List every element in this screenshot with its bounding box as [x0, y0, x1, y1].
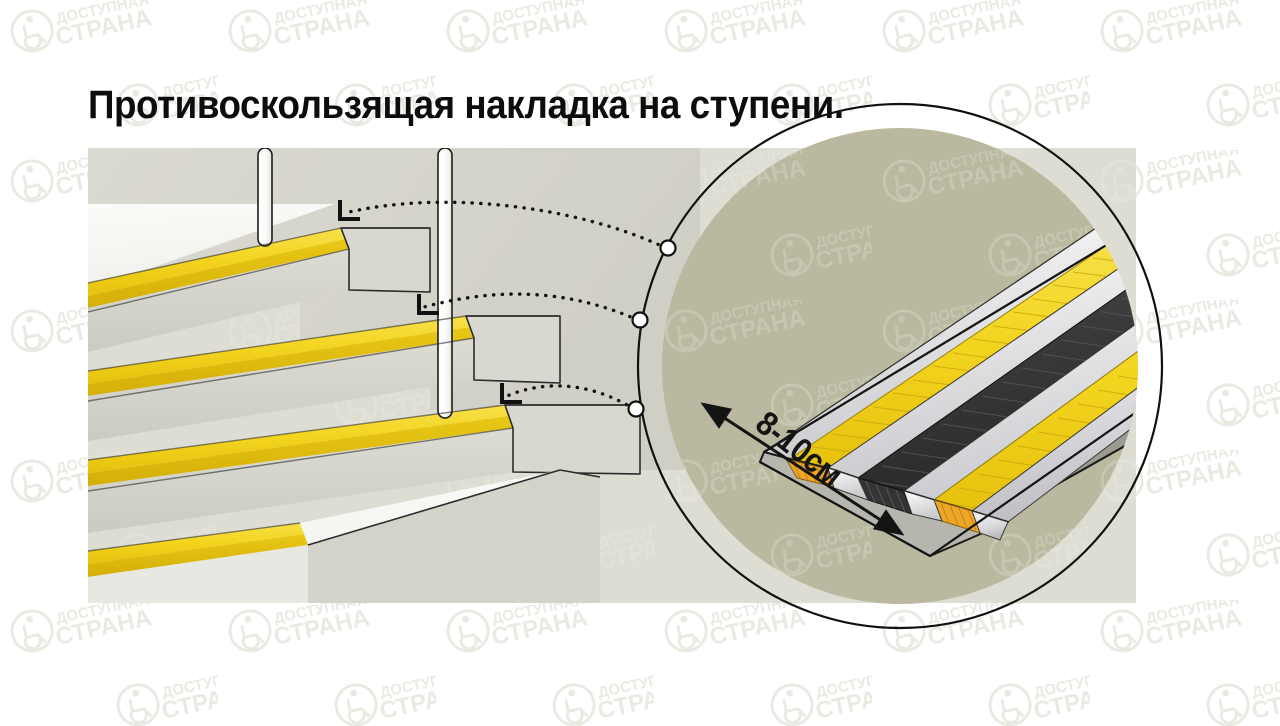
callout-node-3[interactable]	[627, 400, 645, 418]
callout-arrow-heads	[338, 200, 522, 404]
callout-head-1	[338, 200, 360, 221]
dimension-arrow	[700, 402, 905, 536]
step-1	[88, 227, 431, 352]
anti-slip-strip	[88, 405, 509, 473]
anti-slip-strip	[88, 523, 304, 564]
callout-head-2	[417, 294, 439, 315]
anti-slip-strip	[88, 316, 470, 384]
callout-arrow-2	[422, 292, 640, 322]
callout-node-2[interactable]	[631, 311, 649, 329]
step-3	[88, 404, 641, 533]
callout-arrow-1	[343, 200, 668, 250]
step-2	[88, 315, 561, 441]
step-4-landing	[88, 469, 601, 603]
callout-nodes	[627, 239, 677, 418]
callout-head-3	[500, 383, 522, 404]
magnifier-outer-ring[interactable]	[636, 102, 1164, 630]
callout-arrows	[343, 200, 668, 411]
callout-arrow-3	[505, 384, 636, 411]
dimension-line	[700, 402, 905, 536]
step-top	[88, 204, 335, 290]
callout-node-1[interactable]	[659, 239, 677, 257]
anti-slip-strip	[88, 228, 345, 296]
page-title: Противоскользящая накладка на ступени.	[88, 83, 844, 127]
railing-post-left	[257, 148, 273, 247]
stair-outlines	[88, 227, 514, 552]
railing-post-right	[437, 148, 453, 419]
isometric-staircase	[88, 148, 700, 603]
